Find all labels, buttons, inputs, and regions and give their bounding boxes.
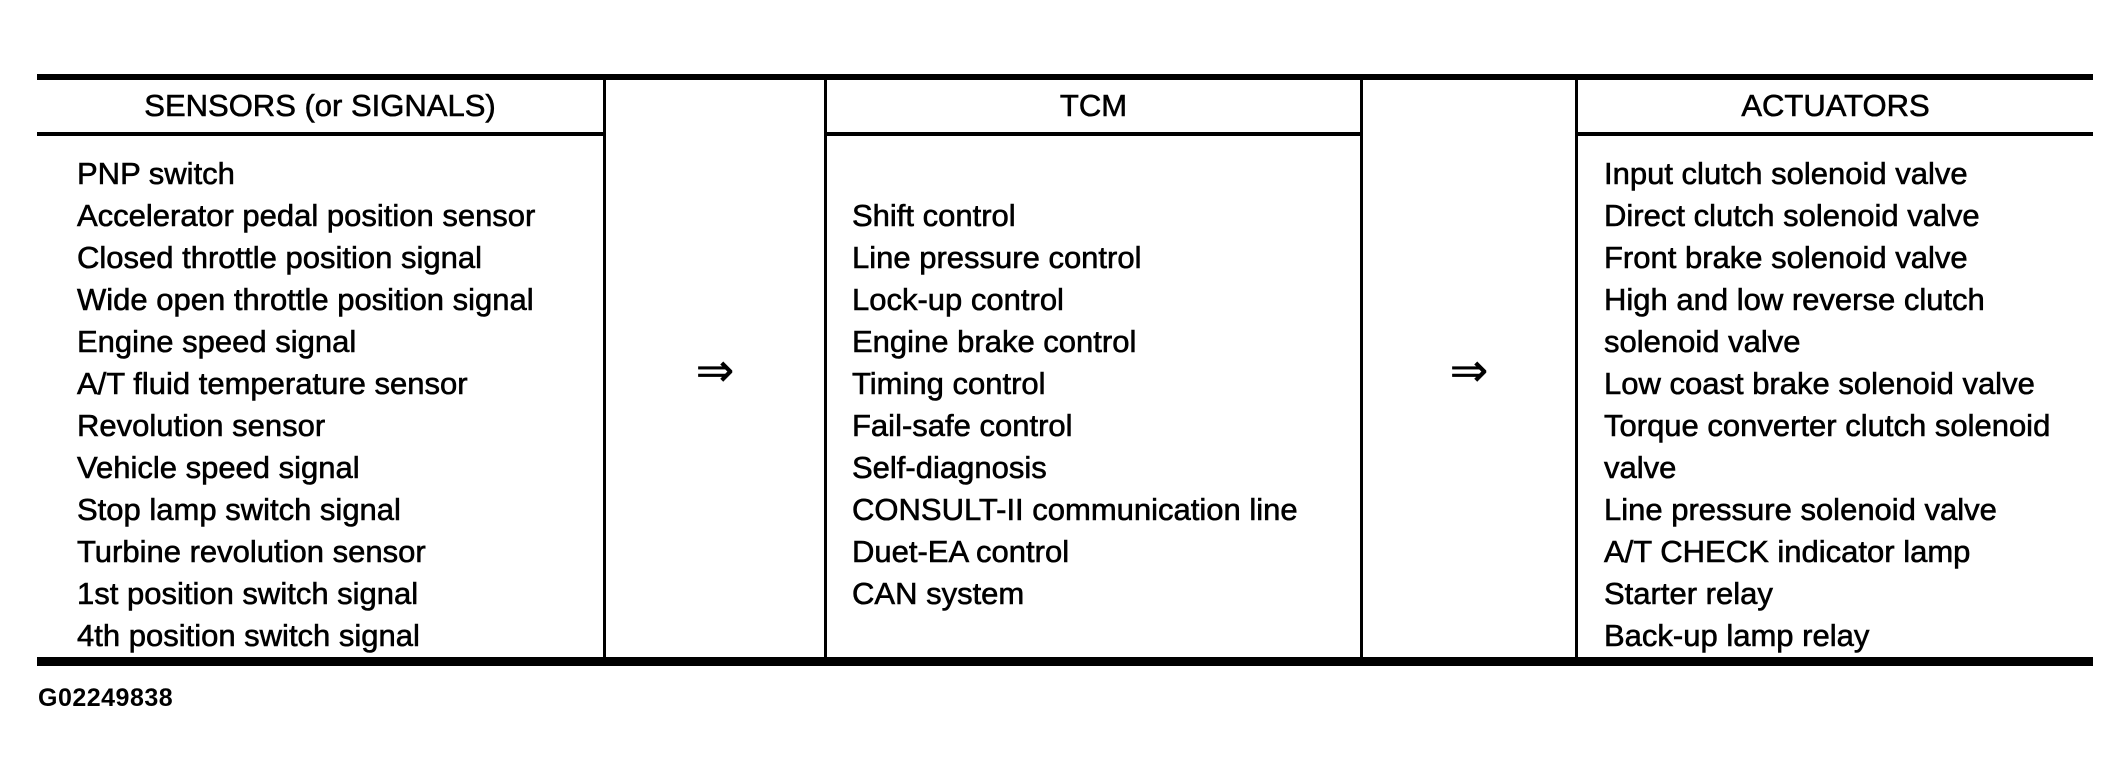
list-line: Engine speed signal <box>77 324 357 360</box>
list-line: Line pressure control <box>852 240 1142 276</box>
figure-code: G02249838 <box>38 684 174 712</box>
column-header-sensors: SENSORS (or SIGNALS) <box>37 80 603 136</box>
list-line: Wide open throttle position signal <box>77 282 534 318</box>
list-line: Duet-EA control <box>852 534 1070 570</box>
list-line: Closed throttle position signal <box>77 240 483 276</box>
list-line: A/T CHECK indicator lamp <box>1604 534 1971 570</box>
list-line: Line pressure solenoid valve <box>1604 492 1998 528</box>
list-line: High and low reverse clutch <box>1604 282 1985 318</box>
flow-gap-sensors-to-tcm: ⇒ <box>603 80 827 657</box>
column-header-tcm: TCM <box>827 80 1360 136</box>
list-line: CAN system <box>852 576 1025 612</box>
list-line: Front brake solenoid valve <box>1604 240 1968 276</box>
list-line: Starter relay <box>1604 576 1773 612</box>
list-line: solenoid valve <box>1604 324 1801 360</box>
list-line: Vehicle speed signal <box>77 450 360 486</box>
list-line: Fail-safe control <box>852 408 1073 444</box>
list-line: valve <box>1604 450 1677 486</box>
list-line: Shift control <box>852 198 1016 234</box>
list-line: Direct clutch solenoid valve <box>1604 198 1980 234</box>
list-line: 4th position switch signal <box>77 618 421 654</box>
list-line: Input clutch solenoid valve <box>1604 156 1968 192</box>
column-header-actuators: ACTUATORS <box>1578 80 2093 136</box>
right-double-arrow-icon: ⇒ <box>1449 344 1489 396</box>
list-line: Accelerator pedal position sensor <box>77 198 536 234</box>
flow-gap-tcm-to-actuators: ⇒ <box>1360 80 1578 657</box>
list-line: Timing control <box>852 366 1046 402</box>
list-line: Low coast brake solenoid valve <box>1604 366 2035 402</box>
list-line: CONSULT-II communication line <box>852 492 1298 528</box>
list-line: Engine brake control <box>852 324 1137 360</box>
right-double-arrow-icon: ⇒ <box>695 344 735 396</box>
list-line: A/T fluid temperature sensor <box>77 366 468 402</box>
list-line: Revolution sensor <box>77 408 326 444</box>
list-line: Turbine revolution sensor <box>77 534 426 570</box>
list-line: 1st position switch signal <box>77 576 419 612</box>
list-line: Stop lamp switch signal <box>77 492 402 528</box>
list-line: Lock-up control <box>852 282 1065 318</box>
list-line: Self-diagnosis <box>852 450 1047 486</box>
list-line: PNP switch <box>77 156 236 192</box>
list-line: Torque converter clutch solenoid <box>1604 408 2051 444</box>
list-line: Back-up lamp relay <box>1604 618 1870 654</box>
